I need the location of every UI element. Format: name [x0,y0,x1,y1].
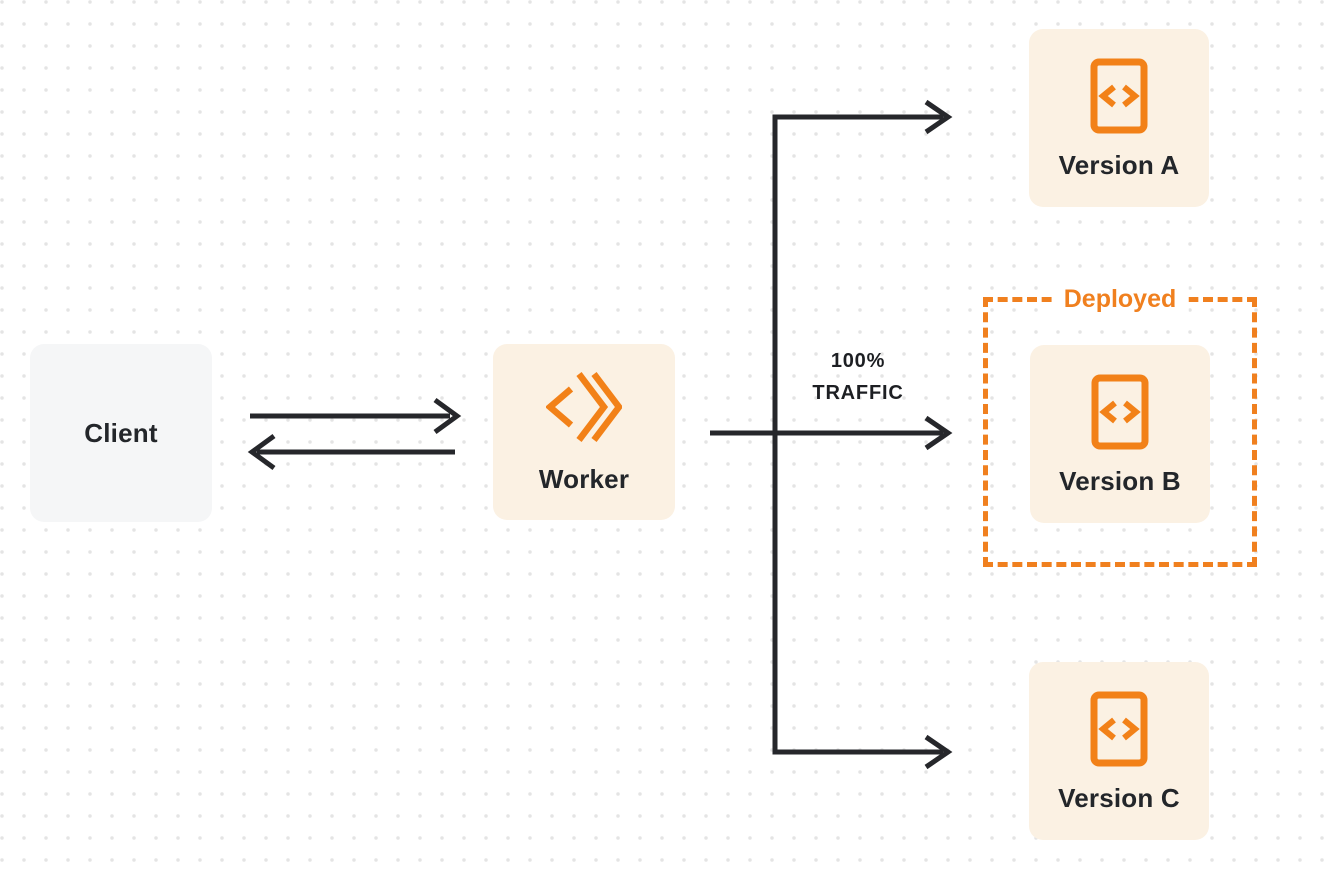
traffic-label-line1: 100% [830,350,886,372]
traffic-label: 100% TRAFFIC [788,351,928,403]
node-version-c: Version C [1029,662,1209,840]
arrowhead-worker-to-client [247,433,276,471]
code-file-icon [1090,58,1148,134]
arrowhead-worker-to-version-c [924,734,953,770]
arrowhead-client-to-worker [433,397,462,435]
cloudflare-workers-logo-icon [545,372,624,442]
version-b-label: Version B [1059,466,1181,496]
node-version-a: Version A [1029,29,1209,207]
node-client: Client [30,344,212,522]
client-label: Client [84,418,158,448]
node-version-b: Version B [1030,345,1210,523]
code-file-icon [1091,374,1149,450]
traffic-label-line2: TRAFFIC [812,382,904,404]
node-worker: Worker [493,344,675,520]
worker-label: Worker [538,464,630,494]
code-file-icon [1090,691,1148,767]
arrowhead-worker-to-version-a [924,99,953,135]
version-c-label: Version C [1058,783,1180,813]
edge-worker-to-version-a [772,114,943,433]
edge-worker-to-version-c [772,433,943,755]
arrowhead-worker-to-version-b [924,415,953,451]
version-a-label: Version A [1058,150,1180,180]
deployed-outline: Deployed [983,285,1257,567]
deployed-label: Deployed [1051,285,1189,313]
